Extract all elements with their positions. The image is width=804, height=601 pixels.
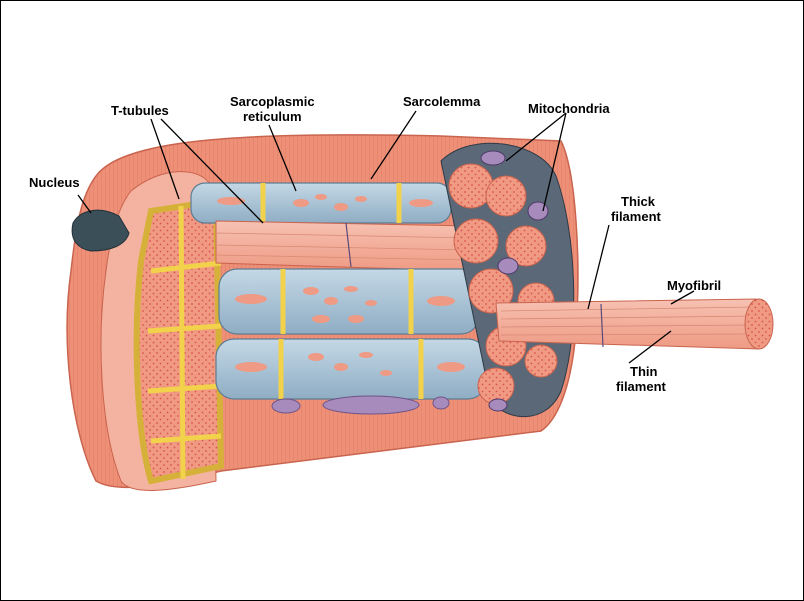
leader-lines bbox=[77, 110, 695, 364]
label-thin-line1: Thin bbox=[630, 364, 657, 379]
myofibril-exposed-upper bbox=[215, 220, 472, 272]
myofibril-extended bbox=[495, 298, 774, 350]
mitochondria-group bbox=[271, 395, 450, 415]
label-t-tubules: T-tubules bbox=[111, 103, 169, 118]
label-myofibril: Myofibril bbox=[667, 278, 721, 293]
myofibril-cross-sections bbox=[440, 142, 575, 418]
label-thin-line2: filament bbox=[616, 379, 667, 394]
label-mitochondria: Mitochondria bbox=[528, 101, 610, 116]
sarcoplasmic-reticulum-upper bbox=[190, 182, 452, 224]
sarcoplasmic-reticulum-middle bbox=[218, 268, 480, 335]
sarcoplasmic-reticulum-lower bbox=[215, 338, 487, 400]
label-sarcoplasmic-line2: reticulum bbox=[243, 109, 302, 124]
label-sarcoplasmic-line1: Sarcoplasmic bbox=[230, 94, 315, 109]
label-thick-line1: Thick bbox=[621, 194, 656, 209]
label-sarcolemma: Sarcolemma bbox=[403, 94, 481, 109]
label-thick-line2: filament bbox=[611, 209, 662, 224]
label-nucleus: Nucleus bbox=[29, 175, 80, 190]
nucleus-shape bbox=[71, 209, 130, 252]
cross-section-face bbox=[133, 197, 225, 485]
